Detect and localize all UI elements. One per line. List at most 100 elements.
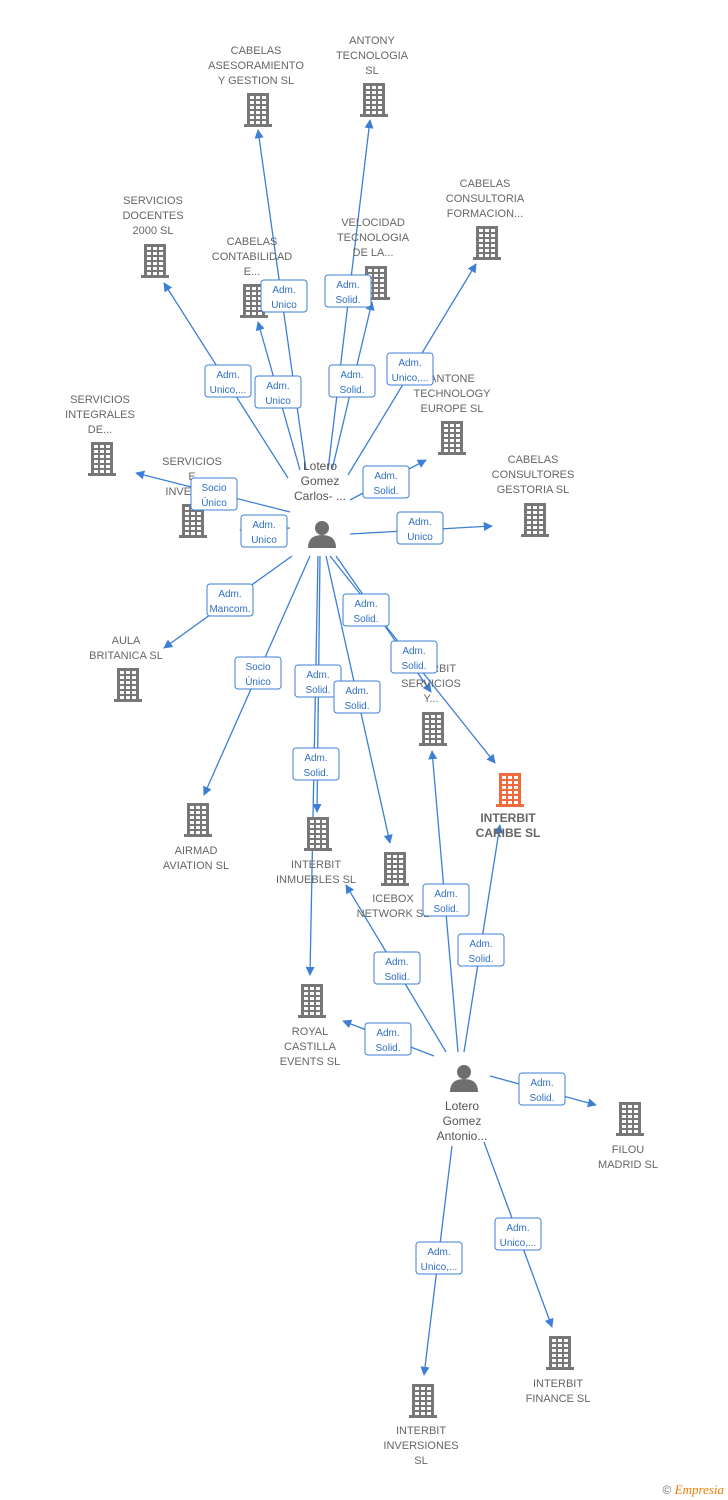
edge-label-box	[206, 583, 254, 617]
company-label: AVIATION SL	[163, 860, 229, 872]
company-node-c7[interactable]: SERVICIOSINTEGRALESDE...	[65, 394, 135, 476]
edge-label-p2-c15[interactable]: Adm.Solid.	[373, 951, 421, 985]
building-icon	[141, 244, 169, 278]
building-icon	[114, 668, 142, 702]
edge-label-text: Unico	[251, 535, 277, 546]
company-label: SL	[414, 1455, 427, 1467]
person-icon	[450, 1065, 478, 1092]
edge-label-box	[518, 1072, 566, 1106]
edge-label-box	[333, 680, 381, 714]
company-label: Y...	[423, 693, 438, 705]
edge-label-text: Único	[245, 675, 271, 688]
edge-label-p1-c9[interactable]: Adm. Unico	[240, 514, 288, 548]
edge-label-box	[373, 951, 421, 985]
edge-label-text: Solid.	[335, 295, 360, 306]
edge-label-text: Adm.	[216, 370, 239, 381]
edge-label-p2-c17[interactable]: Adm.Solid.	[364, 1022, 412, 1056]
edge-label-p2-c18[interactable]: Adm.Solid.	[518, 1072, 566, 1106]
company-label: TECHNOLOGY	[413, 388, 491, 400]
edge-label-p1-c1[interactable]: Adm.Unico	[260, 279, 308, 313]
edge-label-p1-c11[interactable]: Adm.Mancom.	[206, 583, 254, 617]
edge-label-box	[204, 364, 252, 398]
edge-label-text: Unico,...	[421, 1262, 458, 1273]
company-node-c14[interactable]: AIRMAD AVIATION SL	[163, 803, 229, 872]
person-node-p1[interactable]: LoteroGomezCarlos- ...	[294, 459, 346, 548]
edge-label-p1-c12[interactable]: Adm.Solid.	[390, 640, 438, 674]
company-label: INTERBIT	[533, 1378, 583, 1390]
building-icon	[381, 852, 409, 886]
edge-label-text: Solid.	[353, 614, 378, 625]
edge-label-p2-c19[interactable]: Adm.Unico,...	[415, 1241, 463, 1275]
company-label: INTEGRALES	[65, 409, 135, 421]
edge-label-box	[342, 593, 390, 627]
company-node-c12[interactable]: INTERBITSERVICIOSY...	[401, 663, 461, 746]
company-label: DOCENTES	[122, 210, 183, 222]
edge-label-p1-c2[interactable]: Adm.Solid.	[324, 274, 372, 308]
edge-label-p1-c15[interactable]: Adm.Solid.	[294, 664, 342, 698]
edge-label-text: Adm.	[469, 939, 492, 950]
person-icon	[308, 521, 336, 548]
edge-label-p2-c20[interactable]: Adm.Unico,...	[494, 1217, 542, 1251]
edge-label-box	[292, 747, 340, 781]
edge-label-p1-c8[interactable]: Adm.Solid.	[362, 465, 410, 499]
edge-label-p2-c12[interactable]: Adm. Solid.	[422, 883, 470, 917]
company-label: CARIBE SL	[476, 826, 541, 840]
person-label: Lotero	[303, 459, 337, 473]
company-label: EVENTS SL	[280, 1056, 341, 1068]
empresia-logo[interactable]: Empresia	[674, 1482, 724, 1497]
edge-label-p1-c10[interactable]: Adm.Unico	[396, 511, 444, 545]
edge-label-p1-c4[interactable]: Adm.Unico	[254, 375, 302, 409]
building-icon	[298, 984, 326, 1018]
company-node-c4[interactable]: CABELASCONTABILIDADE...	[212, 236, 293, 318]
company-label: ANTONY	[349, 35, 395, 47]
company-label: SERVICIOS	[123, 195, 183, 207]
edge-label-p1-c3[interactable]: Adm.Unico,...	[204, 364, 252, 398]
edge-label-text: Solid.	[305, 685, 330, 696]
edge-label-box	[234, 656, 282, 690]
edge-label-text: Solid.	[339, 385, 364, 396]
edge-label-text: Adm.	[218, 589, 241, 600]
company-label: ANTONE	[429, 373, 475, 385]
edge-label-box	[415, 1241, 463, 1275]
edge-label-text: Socio	[245, 662, 270, 673]
edge-label-p1-c16[interactable]: Adm.Solid.	[333, 680, 381, 714]
building-icon	[244, 93, 272, 127]
company-label: DE LA...	[353, 247, 394, 259]
edge-label-p2-c13[interactable]: Adm.Solid.	[457, 933, 505, 967]
edge-label-p1-c5[interactable]: Adm.Solid.	[328, 364, 376, 398]
edge-label-text: Adm.	[252, 520, 275, 531]
building-icon	[616, 1102, 644, 1136]
edge-label-p1-c6[interactable]: Adm.Unico,...	[386, 352, 434, 386]
company-label: Y GESTION SL	[218, 75, 294, 87]
edge-label-box	[364, 1022, 412, 1056]
edge-label-text: Adm.	[304, 753, 327, 764]
company-node-c6[interactable]: CABELASCONSULTORIAFORMACION...	[446, 178, 525, 260]
copyright-symbol: ©	[662, 1483, 672, 1497]
building-icon	[409, 1384, 437, 1418]
company-label: AIRMAD	[175, 845, 218, 857]
person-node-p2[interactable]: LoteroGomezAntonio...	[437, 1065, 488, 1143]
edge-label-text: Solid.	[433, 904, 458, 915]
company-label: SERVICIOS	[162, 456, 222, 468]
edge-label-text: Adm.	[385, 957, 408, 968]
edge-label-p1-c17[interactable]: Adm.Solid.	[292, 747, 340, 781]
company-label: AULA	[112, 635, 141, 647]
edge-label-text: Adm.	[434, 889, 457, 900]
edge-label-p1-c13[interactable]: Adm.Solid.	[342, 593, 390, 627]
